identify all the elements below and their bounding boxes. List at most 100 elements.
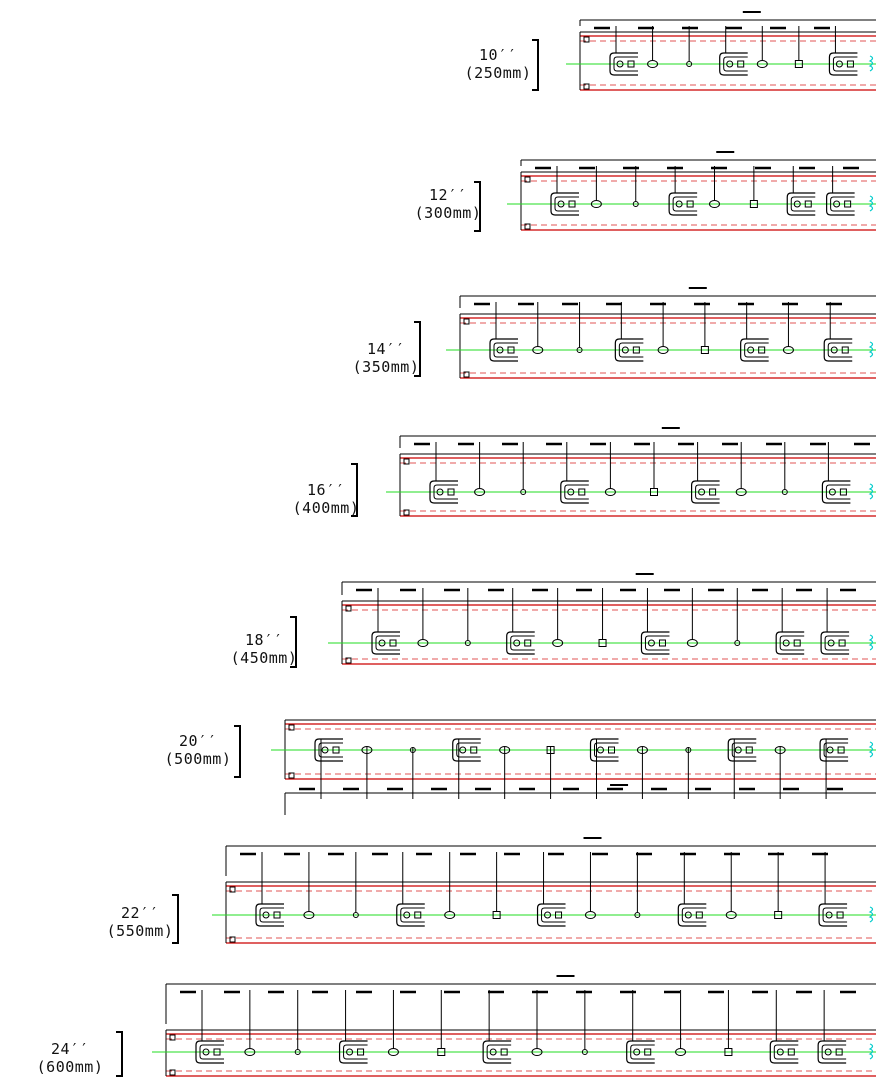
clip-outline [550,192,579,216]
oval-hole [531,1048,543,1056]
clip-outline [727,738,757,762]
clip-inner-outline [723,56,748,72]
round-hole [581,1049,588,1055]
round-hole [294,1049,301,1055]
clip-inner-outline [541,907,566,923]
oval-hole [361,746,373,754]
clip-outline [823,338,853,362]
square-hole [598,639,607,647]
slide-18in: 18′′(450mm) [231,573,876,668]
spring-coil-icon [868,906,874,923]
clip-outline [691,480,720,504]
round-hole [352,912,359,918]
clip-inner-outline [695,484,720,500]
clip-inner-outline [672,196,698,212]
length-bracket [172,894,179,944]
slide-14in: 14′′(350mm) [353,287,876,379]
end-stop [169,1069,176,1076]
end-stop [524,176,531,183]
clip-slot [745,746,753,754]
clip-slot [507,346,515,354]
clip-slot [695,911,703,919]
clip-slot [644,1048,652,1056]
clip-slot [793,639,801,647]
clip-hole [827,639,835,647]
oval-hole [647,60,659,68]
oval-hole [474,488,486,496]
end-stop [463,371,470,378]
clip-outline [489,338,518,362]
oval-hole [657,346,669,354]
clip-outline [820,631,850,655]
clip-inner-outline [510,635,535,651]
clip-hole [459,746,467,754]
clip-inner-outline [613,56,638,72]
clip-outline [821,480,851,504]
spring-coil-icon [868,55,874,72]
clip-hole [793,200,801,208]
clip-inner-outline [400,907,425,923]
clip-slot [470,746,478,754]
clip-slot [555,911,563,919]
oval-hole [552,639,564,647]
clip-outline [775,631,805,655]
clip-slot [846,60,854,68]
length-inch-label: 20′′ [179,732,217,750]
clip-hole [513,639,521,647]
clip-slot [737,60,745,68]
clip-outline [314,738,343,762]
slide-24in: 24′′(600mm) [37,975,876,1077]
clip-hole [321,746,329,754]
end-stop [169,1034,176,1041]
clip-outline [817,1040,847,1064]
clip-slot [447,488,455,496]
clip-inner-outline [773,1044,799,1060]
clip-hole [616,60,624,68]
clip-hole [828,488,836,496]
spring-coil-icon [868,634,874,651]
clip-inner-outline [433,484,458,500]
clip-inner-outline [630,1044,655,1060]
round-hole [632,201,639,207]
length-bracket [351,463,358,517]
oval-hole [444,911,456,919]
clip-slot [844,200,852,208]
round-hole [686,61,693,67]
end-stop [345,605,352,612]
clip-hole [734,746,742,754]
square-hole [749,200,758,208]
round-hole [520,489,527,495]
clip-inner-outline [830,196,855,212]
square-hole [794,60,803,68]
clip-hole [544,911,552,919]
round-hole [464,640,471,646]
clip-inner-outline [564,484,589,500]
clip-hole [826,746,834,754]
square-hole [546,746,555,754]
clip-outline [452,738,481,762]
end-stop [463,318,470,325]
clip-hole [684,911,692,919]
clip-hole [557,200,565,208]
clip-hole [202,1048,210,1056]
clip-outline [560,480,589,504]
clip-inner-outline [731,742,757,758]
slide-12in: 12′′(300mm) [415,151,876,232]
spring-coil-icon [868,483,874,500]
clip-outline [818,903,848,927]
clip-outline [338,1040,368,1064]
clip-hole [825,911,833,919]
clip-outline [640,631,670,655]
oval-hole [604,488,616,496]
end-stop [288,772,295,779]
length-mm-label: (350mm) [353,358,420,376]
length-mm-label: (450mm) [231,649,298,667]
clip-outline [828,52,858,76]
oval-hole [675,1048,687,1056]
clip-inner-outline [375,635,400,651]
clip-outline [677,903,707,927]
slide-16in: 16′′(400mm) [293,427,876,517]
spring-coil-icon [868,1043,874,1060]
slide-22in: 22′′(550mm) [107,837,876,944]
oval-hole [303,911,315,919]
